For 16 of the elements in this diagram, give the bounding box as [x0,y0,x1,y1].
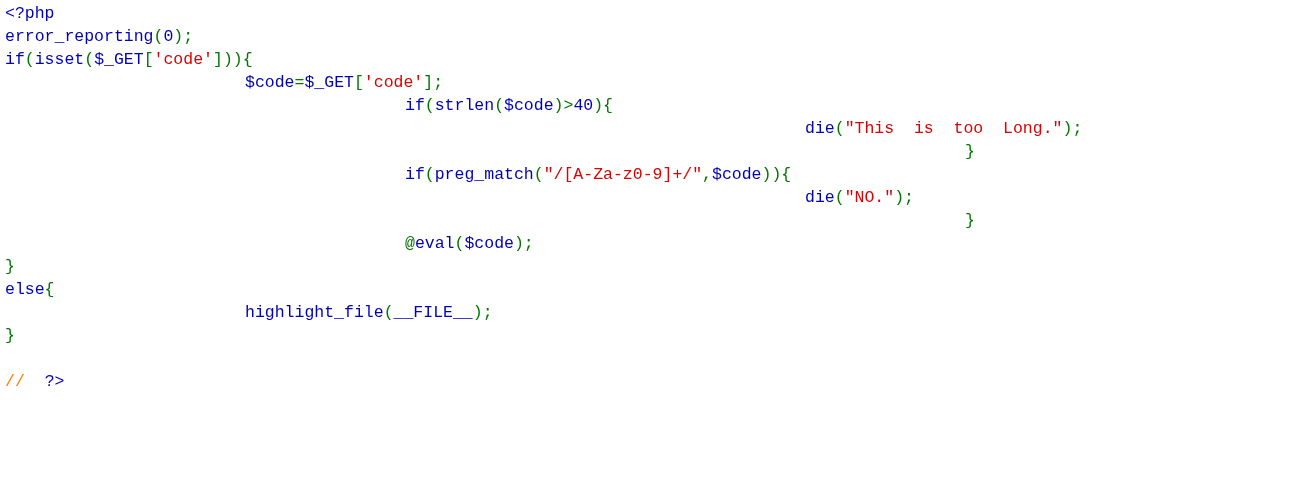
code-line: error_reporting(0); [5,27,194,47]
code-line: if(isset($_GET['code'])){ [5,50,253,70]
code-line: <?php [5,4,55,24]
code-line: @eval($code); [405,234,534,254]
code-line: else{ [5,280,55,300]
code-line: highlight_file(__FILE__); [245,303,493,323]
code-line: } [5,326,15,346]
code-line: } [965,142,975,162]
code-line: } [965,211,975,231]
code-line: } [5,257,15,277]
code-line: // ?> [5,372,65,392]
code-line: die("This is too Long."); [805,119,1083,139]
code-line: $code=$_GET['code']; [245,73,444,93]
code-line: if(strlen($code)>40){ [405,96,613,116]
code-line: die("NO."); [805,188,914,208]
code-line: if(preg_match("/[A-Za-z0-9]+/",$code)){ [405,165,792,185]
